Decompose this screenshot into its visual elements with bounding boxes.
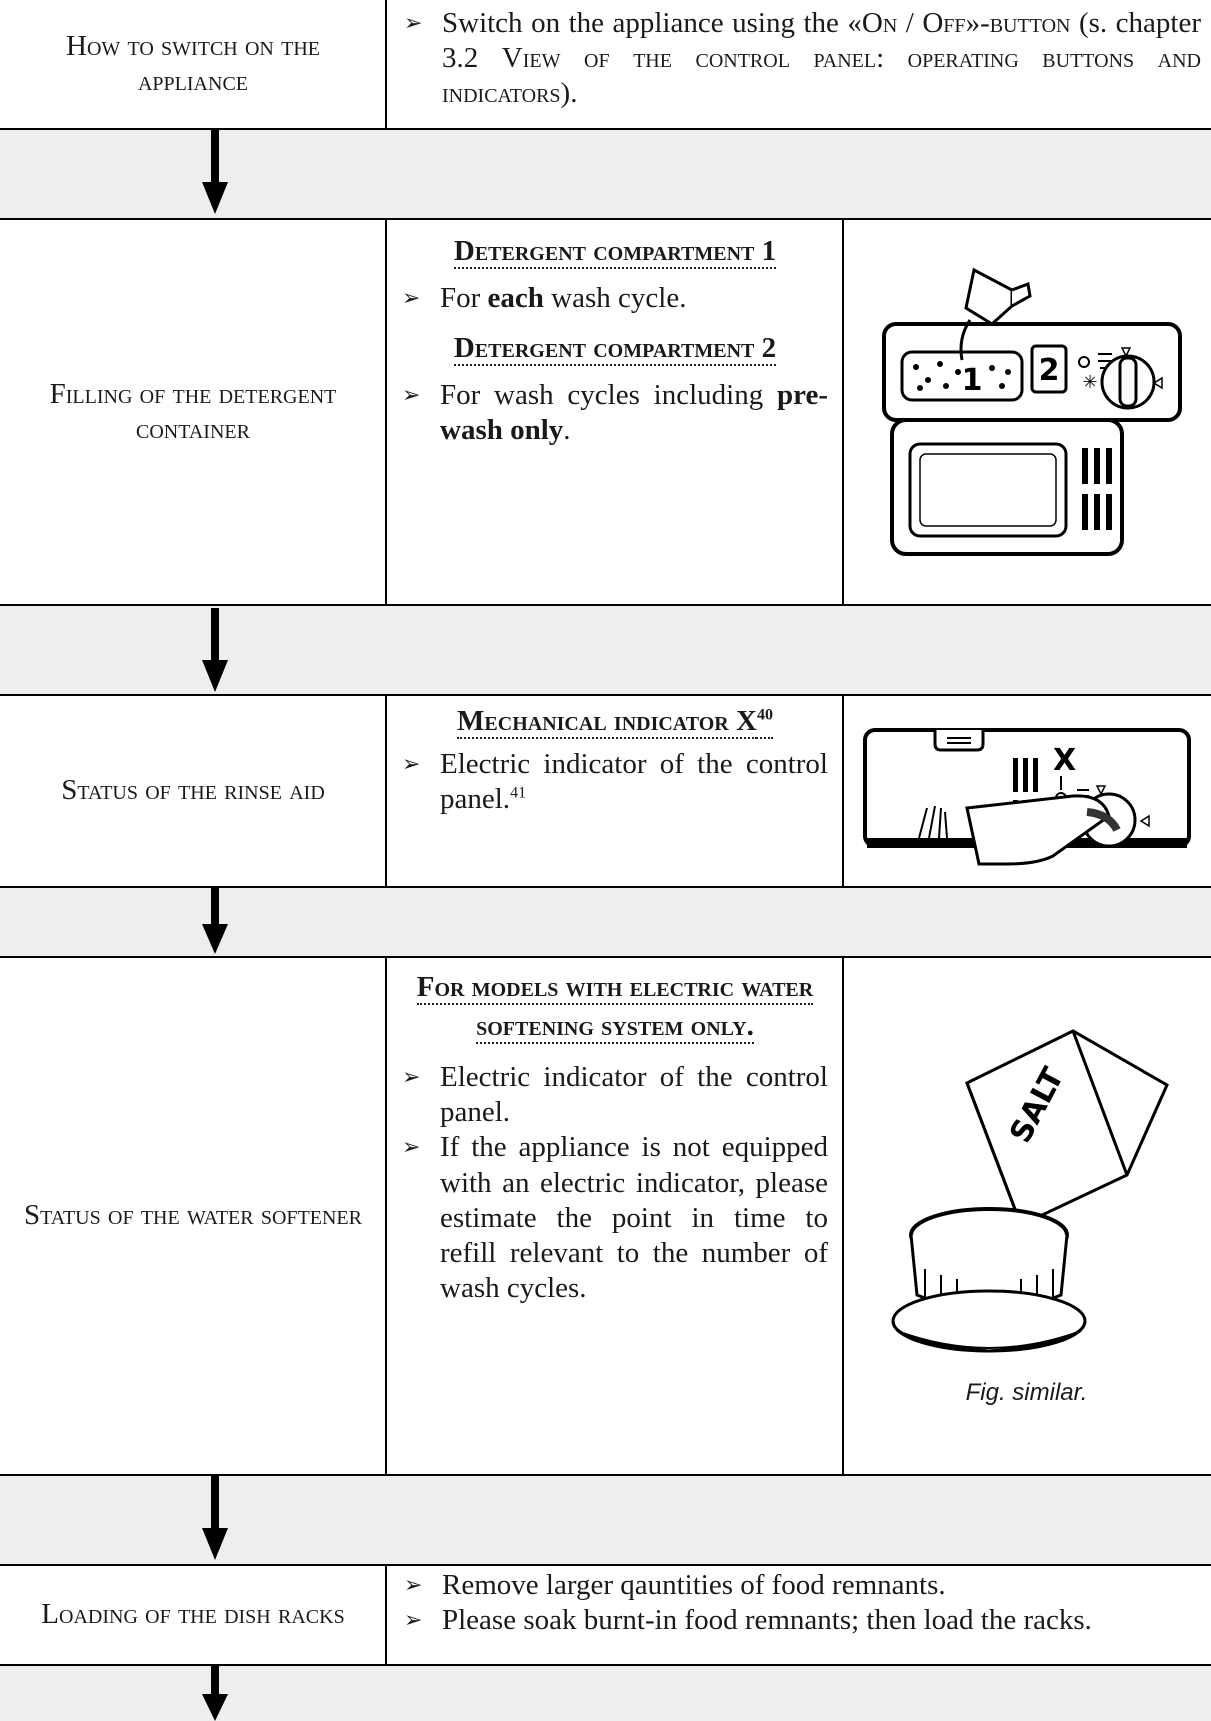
arrowhead-bullet-icon: ➢ [402,286,421,312]
section-heading: Detergent compartment 2 [453,331,777,366]
flow-gap [0,1476,1211,1564]
svg-text:2: 2 [1038,353,1059,388]
step-content: Detergent compartment 1 ➢ For each wash … [386,220,842,604]
step-detergent: Filling of the detergent container Deter… [0,218,1211,606]
down-arrow-icon [202,608,228,692]
salt-box-icon: SALT [891,1029,1169,1353]
svg-text:1: 1 [961,363,982,398]
down-arrow-icon [202,888,228,954]
arrowhead-bullet-icon: ➢ [404,1573,423,1598]
arrowhead-bullet-icon: ➢ [402,752,421,778]
list-item: ➢ Electric indicator of the control pane… [402,748,828,816]
flow-gap [0,888,1211,956]
step-label: Filling of the detergent container [49,377,337,445]
step-label: Loading of the dish racks [41,1598,345,1631]
svg-text:X: X [1053,743,1076,778]
step-label: Status of the rinse aid [61,774,325,807]
section-heading: Detergent compartment 1 [453,235,777,269]
list-item: ➢ For each wash cycle. [402,281,828,316]
section-heading: For models with electric water softening… [416,971,814,1045]
divider [385,0,387,128]
divider [385,1566,387,1664]
flow-gap [0,606,1211,694]
down-arrow-icon [202,130,228,214]
detergent-dispenser-illustration: 2 1 ✳ [842,220,1211,604]
rinse-aid-dispenser-icon: X [862,728,1191,866]
down-arrow-icon [202,1666,228,1721]
step-loading: Loading of the dish racks ➢ Remove large… [0,1564,1211,1666]
flow-gap [0,1666,1211,1721]
salt-illustration: SALT Fig. similar. [842,958,1211,1474]
down-arrow-icon [202,1476,228,1560]
list-item: ➢ Remove larger qauntities of food remna… [404,1568,1201,1603]
arrowhead-bullet-icon: ➢ [402,1135,421,1161]
step-water-softener: Status of the water softener For models … [0,956,1211,1476]
list-item: ➢ For wash cycles including pre-wash onl… [402,378,828,447]
step-content: ➢ Switch on the appliance using the «On … [386,0,1211,128]
divider [842,958,844,1474]
arrowhead-bullet-icon: ➢ [404,1608,423,1634]
section-heading: Mechanical indicator X40 [457,705,773,739]
arrowhead-bullet-icon: ➢ [402,382,421,408]
list-item: ➢ Switch on the appliance using the «On … [404,7,1202,110]
detergent-dispenser-icon: 2 1 ✳ [881,267,1182,556]
figure-caption: Fig. similar. [965,1379,1088,1406]
step-content: For models with electric water softening… [386,958,842,1474]
divider [842,220,844,604]
rinse-aid-illustration: X [842,696,1211,886]
divider [385,220,387,604]
divider [385,958,387,1474]
arrowhead-bullet-icon: ➢ [404,11,423,36]
list-item: ➢ If the appliance is not equipped with … [402,1131,828,1304]
step-label: How to switch on the appliance [66,29,320,97]
flow-gap [0,130,1211,218]
step-rinse-aid: Status of the rinse aid Mechanical indic… [0,694,1211,888]
divider [385,696,387,886]
arrowhead-bullet-icon: ➢ [402,1065,421,1091]
divider [842,696,844,886]
list-item: ➢ Please soak burnt-in food remnants; th… [404,1603,1201,1638]
step-label: Status of the water softener [24,1199,362,1232]
list-item: ➢ Electric indicator of the control pane… [402,1061,828,1129]
svg-text:✳: ✳ [1082,372,1097,393]
step-content: Mechanical indicator X40 ➢ Electric indi… [386,696,842,886]
step-switch-on: How to switch on the appliance ➢ Switch … [0,0,1211,130]
step-content: ➢ Remove larger qauntities of food remna… [386,1566,1211,1664]
